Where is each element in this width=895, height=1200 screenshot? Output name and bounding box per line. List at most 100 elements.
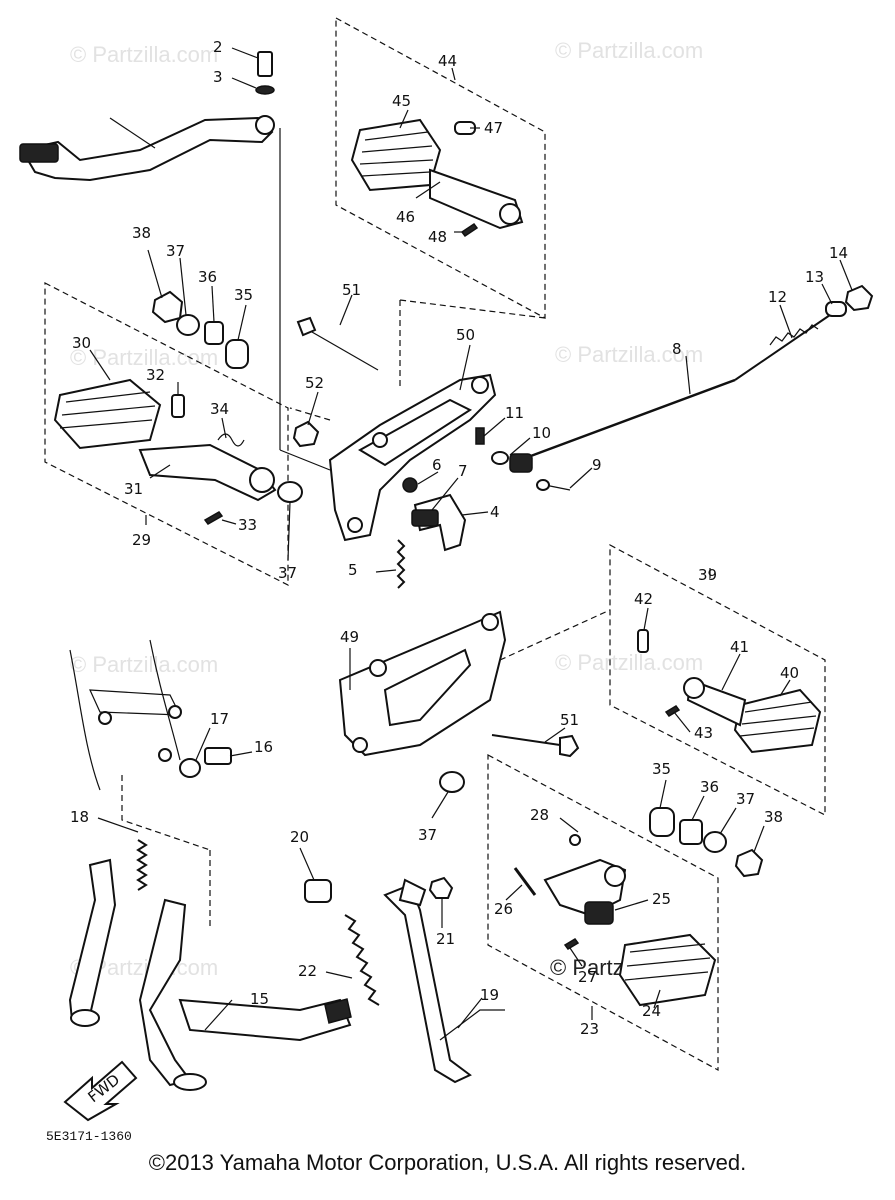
leader-lines — [89, 47, 853, 1031]
callout-36-top: 36 — [198, 268, 217, 286]
callout-17: 17 — [210, 710, 229, 728]
callout-38-top: 38 — [132, 224, 151, 242]
callout-3: 3 — [213, 68, 223, 86]
shaft-7 — [411, 509, 439, 527]
footrest-assembly-29 — [53, 290, 303, 525]
callout-14: 14 — [829, 244, 848, 262]
callout-37-top: 37 — [166, 242, 185, 260]
arm-25 — [584, 901, 614, 925]
nut-38-right — [734, 848, 764, 878]
spring-12 — [769, 324, 819, 346]
callout-8: 8 — [672, 340, 682, 358]
side-stand — [304, 876, 505, 1084]
callout-21: 21 — [436, 930, 455, 948]
footrest-assembly-44 — [350, 118, 524, 238]
callout-28: 28 — [530, 806, 549, 824]
nut-52 — [292, 420, 320, 448]
callouts: 2 3 44 45 47 46 48 38 37 36 35 30 32 34 … — [70, 38, 848, 1038]
assembly-outlines — [44, 16, 826, 1072]
callout-19: 19 — [480, 986, 499, 1004]
joint-10 — [509, 453, 533, 473]
leader-frame — [121, 775, 211, 851]
callout-26: 26 — [494, 900, 513, 918]
brake-lever-parts — [396, 477, 467, 589]
bolt-16 — [204, 747, 232, 765]
pin-11 — [475, 427, 485, 445]
callout-6: 6 — [432, 456, 442, 474]
washer-37-left — [277, 481, 303, 503]
spring-48 — [460, 222, 479, 238]
bolt-51-top — [304, 327, 379, 371]
callout-48: 48 — [428, 228, 447, 246]
bracket-50 — [292, 316, 497, 542]
callout-52: 52 — [305, 374, 324, 392]
bolt-51-low — [491, 734, 561, 746]
callout-13: 13 — [805, 268, 824, 286]
group-39-outline — [609, 543, 826, 816]
frame-sketch — [69, 639, 232, 791]
leader-39 — [499, 609, 611, 661]
watermark-6: © Partzilla.com — [555, 650, 703, 675]
drawing-code: 5E3171-1360 — [46, 1129, 132, 1144]
spring-22 — [344, 914, 380, 1006]
center-stand — [68, 839, 352, 1091]
collar-36-left — [204, 321, 224, 345]
fwd-arrow: FWD — [63, 1060, 138, 1122]
callout-47: 47 — [484, 119, 503, 137]
bracket-49 — [338, 610, 580, 793]
washer-17 — [179, 758, 201, 778]
washer-37-top — [176, 314, 200, 336]
footrest-assembly-39 — [637, 629, 822, 754]
callout-22: 22 — [298, 962, 317, 980]
nut-38-left — [151, 290, 184, 324]
footrest-assembly-23 — [513, 807, 764, 1007]
callout-46: 46 — [396, 208, 415, 226]
spring-5 — [396, 539, 406, 589]
callout-38-right: 38 — [764, 808, 783, 826]
watermark-3: © Partzilla.com — [70, 345, 218, 370]
pin-32 — [171, 394, 185, 418]
callout-20: 20 — [290, 828, 309, 846]
group-29-outline — [44, 282, 289, 586]
callout-44: 44 — [438, 52, 457, 70]
callout-11: 11 — [505, 404, 524, 422]
callout-29: 29 — [132, 531, 151, 549]
leader-44b — [399, 299, 546, 319]
group-23-outline — [487, 753, 719, 1072]
callout-42: 42 — [634, 590, 653, 608]
bolt-2 — [257, 51, 273, 77]
callout-23: 23 — [580, 1020, 599, 1038]
washer-37-right — [703, 831, 727, 853]
callout-34: 34 — [210, 400, 229, 418]
callout-10: 10 — [532, 424, 551, 442]
bolt-6 — [402, 477, 418, 493]
callout-37-right: 37 — [736, 790, 755, 808]
washer-3 — [255, 85, 275, 95]
callout-7: 7 — [458, 462, 468, 480]
callout-25: 25 — [652, 890, 671, 908]
spring-34 — [217, 433, 245, 447]
callout-35-top: 35 — [234, 286, 253, 304]
clip-28 — [569, 834, 581, 846]
watermark-5: © Partzilla.com — [70, 652, 218, 677]
callout-9: 9 — [592, 456, 602, 474]
leader-29 — [289, 407, 331, 421]
bolt-33 — [203, 511, 224, 525]
bushing-35-right — [649, 807, 675, 837]
callout-50: 50 — [456, 326, 475, 344]
callout-12: 12 — [768, 288, 787, 306]
watermark-2: © Partzilla.com — [555, 38, 703, 63]
washer-37-low — [439, 771, 465, 793]
callout-27: 27 — [578, 968, 597, 986]
bolt-26 — [513, 867, 537, 896]
collar-36-right — [679, 819, 703, 845]
callout-5: 5 — [348, 561, 358, 579]
callout-32: 32 — [146, 366, 165, 384]
brake-rod — [475, 284, 874, 491]
callout-37-left: 37 — [278, 564, 297, 582]
bolt-20 — [304, 879, 332, 903]
callout-33: 33 — [238, 516, 257, 534]
nut-14 — [844, 284, 874, 312]
callout-15: 15 — [250, 990, 269, 1008]
watermark-4: © Partzilla.com — [555, 342, 703, 367]
